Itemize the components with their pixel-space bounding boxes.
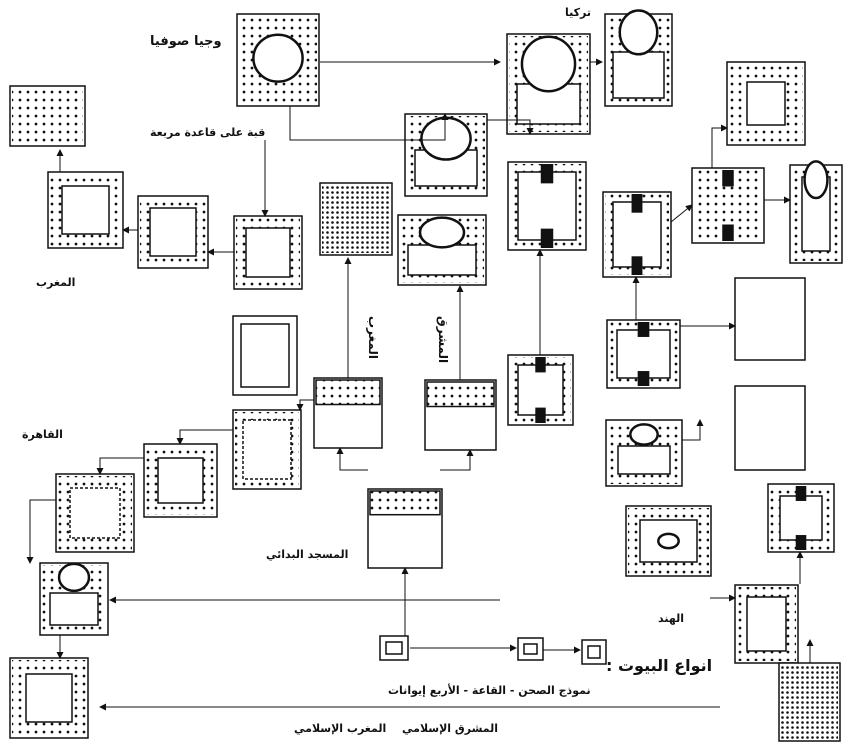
plan-right-2 [692,168,764,243]
plan-maghreb-1 [48,172,123,248]
plan-house-2 [518,638,543,660]
arrow-east-3-right [682,420,700,440]
plan-cairo-2 [144,444,217,517]
plan-turkish-iwan-2 [603,192,671,277]
plan-turkey-1 [507,34,590,134]
label-hagia-sophia: وجيا صوفيا [150,34,222,49]
plan-hagia-sophia [237,14,319,106]
plan-house-1 [380,636,408,660]
plan-top-left [10,86,85,146]
label-turkey: تركيا [565,6,591,19]
label-maghreb: المغرب [36,276,75,289]
plan-primitive [368,489,442,568]
plan-house-3 [582,640,606,664]
arrow-cairo-2-to-3 [100,458,144,474]
plan-right-3 [790,161,842,263]
plan-center-dome [405,114,487,196]
plan-right-top [727,62,805,145]
plan-cairo-1 [233,410,301,489]
plan-maghreb-hall [314,378,382,448]
label-vertical-mashreq: المشرق [436,316,450,363]
label-vertical-maghreb: المغرب [366,316,380,359]
arrow-to-right-2 [671,205,692,222]
label-cairo: القاهرة [22,428,63,441]
plan-turkish-iwan [508,162,586,250]
plan-center-dome-2 [398,215,486,285]
plan-east-2 [607,320,680,388]
label-primitive-mosque: المسجد البدائي [266,548,348,561]
arrow-primitive-left [340,448,368,470]
plan-dashed-2 [735,386,805,470]
plan-east-4 [626,506,711,576]
plan-india-3 [779,663,840,741]
plan-hypostyle-dense [320,183,392,255]
label-house-models: نموذج الصحن - القاعة - الأربع إيوانات [388,684,591,697]
plan-bottom-left [10,658,88,738]
plan-mashreq-hall [425,380,496,450]
arrow-cairo-1-to-2 [180,430,233,444]
plan-maghreb-2 [138,196,208,268]
plan-east-1 [508,355,573,425]
label-islamic-east: المشرق الإسلامي [402,722,498,735]
label-dome-on-square: قبة على قاعدة مربعة [150,126,265,139]
plan-east-3 [606,420,682,486]
plan-cairo-4 [40,563,108,635]
plan-small-mid [233,316,297,395]
arrow-cairo-3-to-4 [30,500,56,563]
arrow-right-2-to-top [712,128,727,168]
plan-india-2 [735,585,798,663]
label-india: الهند [658,612,684,625]
arrow-primitive-right [440,450,470,470]
arrow-hall-to-cairo [300,400,314,410]
plan-dashed-1 [735,278,805,360]
plan-maghreb-3 [234,216,302,289]
plan-turkey-2 [605,11,672,106]
plan-cairo-3 [56,474,134,552]
label-house-types: انواع البيوت : [606,656,712,675]
plan-india-1 [768,484,834,552]
label-islamic-west: المغرب الإسلامي [294,722,386,735]
